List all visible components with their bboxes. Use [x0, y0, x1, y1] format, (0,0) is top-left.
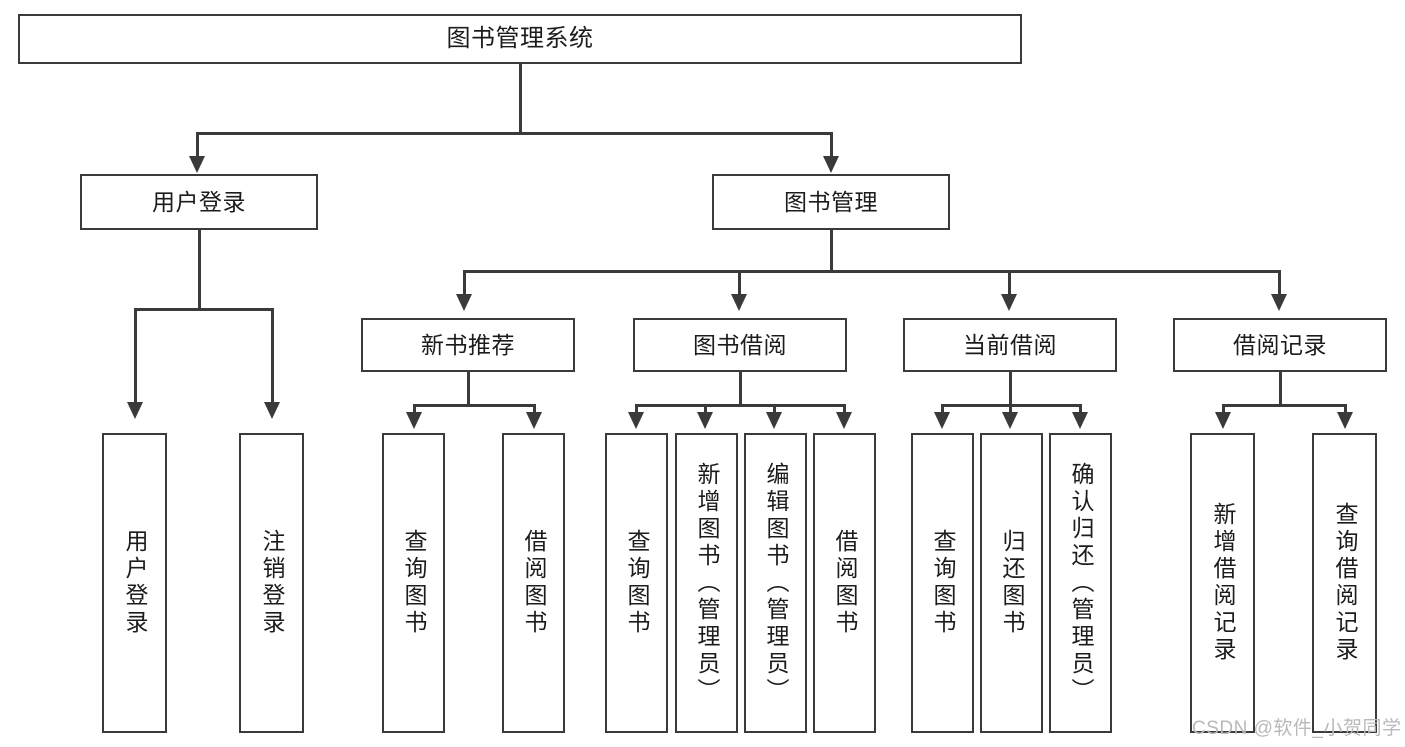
- node-book-management[interactable]: 图书管理: [712, 174, 950, 230]
- node-label: 用户登录: [122, 529, 148, 637]
- node-label: 注销登录: [259, 529, 285, 637]
- arrow-book-manage-to-borrow-record: [1271, 294, 1287, 311]
- arrow-root-to-user-login: [189, 156, 205, 173]
- node-label: 借阅图书: [521, 529, 547, 637]
- edge-user-login-to-leaf2: [271, 308, 274, 406]
- arrow-book-manage-to-book-borrow: [731, 294, 747, 311]
- edge-root-to-book-manage: [830, 132, 833, 160]
- arrow-book-borrow-to-leaf1: [628, 412, 644, 429]
- edge-book-borrow-bus: [635, 404, 845, 407]
- edge-user-login-stem: [198, 230, 201, 310]
- arrow-book-borrow-to-leaf2: [697, 412, 713, 429]
- edge-book-manage-to-current-borrow: [1008, 270, 1011, 298]
- edge-current-borrow-to-leaf1: [941, 404, 944, 416]
- node-label: 图书借阅: [693, 331, 787, 358]
- edge-borrow-record-to-leaf1: [1222, 404, 1225, 416]
- arrow-book-borrow-to-leaf4: [836, 412, 852, 429]
- arrow-book-manage-to-current-borrow: [1001, 294, 1017, 311]
- arrow-new-book-rec-to-leaf1: [406, 412, 422, 429]
- edge-new-book-rec-to-leaf1: [413, 404, 416, 416]
- node-book-borrowing[interactable]: 图书借阅: [633, 318, 847, 372]
- edge-book-borrow-to-leaf4: [843, 404, 846, 416]
- node-leaf-borrow-book-recommendation[interactable]: 借阅图书: [502, 433, 565, 733]
- arrow-book-manage-to-new-book-rec: [456, 294, 472, 311]
- watermark-csdn: CSDN @软件_小贺同学: [1192, 718, 1402, 739]
- edge-book-manage-bus: [463, 270, 1280, 273]
- node-label: 确认归还（管理员）: [1068, 461, 1094, 705]
- node-root-book-management-system[interactable]: 图书管理系统: [18, 14, 1022, 64]
- node-leaf-query-book-recommendation[interactable]: 查询图书: [382, 433, 445, 733]
- arrow-current-borrow-to-leaf2: [1002, 412, 1018, 429]
- node-borrowing-record[interactable]: 借阅记录: [1173, 318, 1387, 372]
- node-label: 新书推荐: [421, 331, 515, 358]
- node-leaf-confirm-return-admin[interactable]: 确认归还（管理员）: [1049, 433, 1112, 733]
- node-leaf-query-book-borrowing[interactable]: 查询图书: [605, 433, 668, 733]
- arrow-user-login-to-leaf1: [127, 402, 143, 419]
- arrow-borrow-record-to-leaf2: [1337, 412, 1353, 429]
- node-label: 编辑图书（管理员）: [763, 461, 789, 705]
- node-leaf-logout-login[interactable]: 注销登录: [239, 433, 304, 733]
- arrow-root-to-book-manage: [823, 156, 839, 173]
- edge-book-borrow-stem: [739, 372, 742, 406]
- node-label: 图书管理: [784, 188, 878, 215]
- node-leaf-user-login[interactable]: 用户登录: [102, 433, 167, 733]
- node-label: 当前借阅: [963, 331, 1057, 358]
- arrow-borrow-record-to-leaf1: [1215, 412, 1231, 429]
- node-leaf-query-borrow-record[interactable]: 查询借阅记录: [1312, 433, 1377, 733]
- node-label: 用户登录: [152, 188, 246, 215]
- edge-new-book-rec-stem: [467, 372, 470, 406]
- node-label: 查询图书: [624, 529, 650, 637]
- node-label: 借阅记录: [1233, 331, 1327, 358]
- edge-root-stem: [519, 64, 522, 134]
- node-label: 图书管理系统: [446, 25, 594, 52]
- edge-new-book-rec-to-leaf2: [533, 404, 536, 416]
- node-new-book-recommendation[interactable]: 新书推荐: [361, 318, 575, 372]
- node-leaf-edit-book-admin[interactable]: 编辑图书（管理员）: [744, 433, 807, 733]
- node-leaf-add-book-admin[interactable]: 新增图书（管理员）: [675, 433, 738, 733]
- node-label: 新增借阅记录: [1210, 502, 1236, 664]
- node-label: 查询图书: [930, 529, 956, 637]
- node-leaf-return-book[interactable]: 归还图书: [980, 433, 1043, 733]
- edge-current-borrow-stem: [1009, 372, 1012, 406]
- edge-book-borrow-to-leaf2: [704, 404, 707, 416]
- edge-user-login-bus: [134, 308, 273, 311]
- node-leaf-query-book-current[interactable]: 查询图书: [911, 433, 974, 733]
- edge-root-to-user-login: [196, 132, 199, 160]
- edge-current-borrow-to-leaf2: [1009, 404, 1012, 416]
- edge-root-bus: [196, 132, 833, 135]
- node-label: 查询借阅记录: [1332, 502, 1358, 664]
- node-leaf-add-borrow-record[interactable]: 新增借阅记录: [1190, 433, 1255, 733]
- edge-current-borrow-to-leaf3: [1079, 404, 1082, 416]
- edge-borrow-record-to-leaf2: [1344, 404, 1347, 416]
- arrow-new-book-rec-to-leaf2: [526, 412, 542, 429]
- edge-book-manage-to-new-book-rec: [463, 270, 466, 298]
- arrow-book-borrow-to-leaf3: [766, 412, 782, 429]
- edge-borrow-record-bus: [1222, 404, 1346, 407]
- edge-book-borrow-to-leaf3: [773, 404, 776, 416]
- arrow-current-borrow-to-leaf3: [1072, 412, 1088, 429]
- edge-borrow-record-stem: [1279, 372, 1282, 406]
- edge-book-manage-to-borrow-record: [1278, 270, 1281, 298]
- edge-book-manage-stem: [830, 230, 833, 272]
- node-user-login[interactable]: 用户登录: [80, 174, 318, 230]
- arrow-current-borrow-to-leaf1: [934, 412, 950, 429]
- node-leaf-borrow-book-borrowing[interactable]: 借阅图书: [813, 433, 876, 733]
- node-label: 归还图书: [999, 529, 1025, 637]
- node-label: 借阅图书: [832, 529, 858, 637]
- edge-book-manage-to-book-borrow: [738, 270, 741, 298]
- edge-book-borrow-to-leaf1: [635, 404, 638, 416]
- edge-new-book-rec-bus: [413, 404, 535, 407]
- node-current-borrowing[interactable]: 当前借阅: [903, 318, 1117, 372]
- edge-user-login-to-leaf1: [134, 308, 137, 406]
- arrow-user-login-to-leaf2: [264, 402, 280, 419]
- node-label: 新增图书（管理员）: [694, 461, 720, 705]
- node-label: 查询图书: [401, 529, 427, 637]
